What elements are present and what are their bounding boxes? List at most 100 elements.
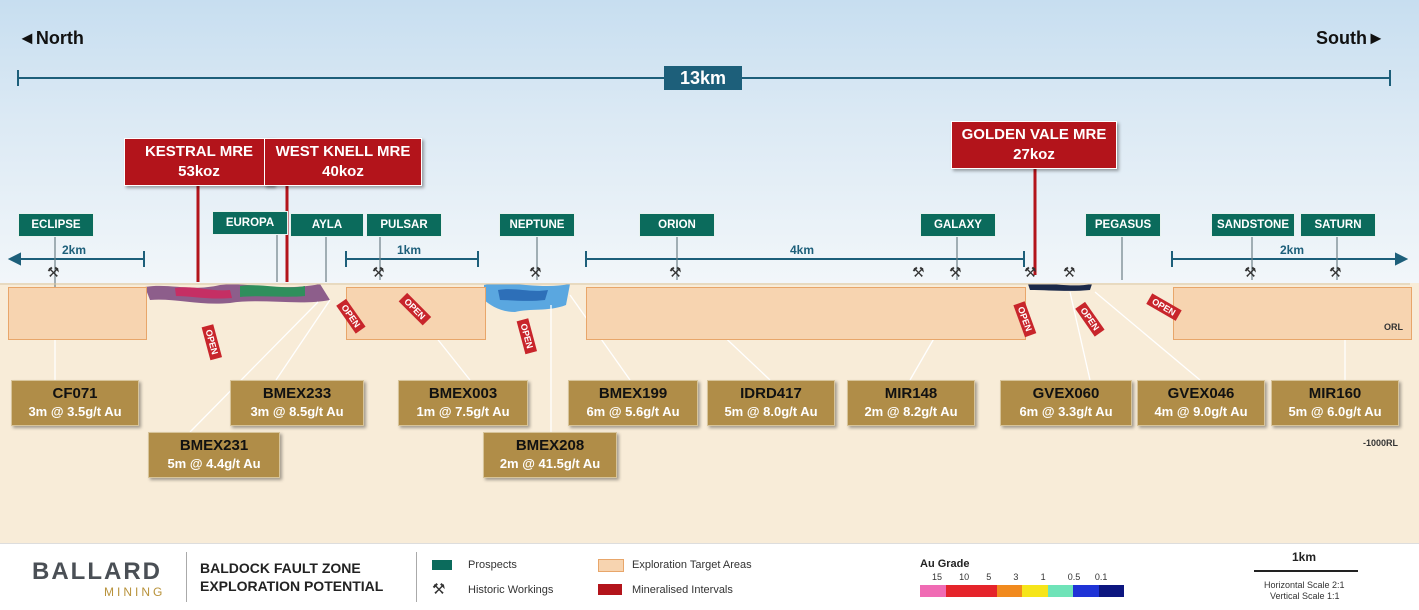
- au-grade-tick: 15: [932, 572, 943, 582]
- horizontal-scale: Horizontal Scale 2:1: [1264, 580, 1345, 590]
- prospect-orion: ORION: [639, 213, 715, 237]
- interval-legend-swatch: [598, 584, 622, 595]
- distance-label-1: 2km: [62, 243, 87, 257]
- drill-label-gvex046: GVEX046 4m @ 9.0g/t Au: [1137, 380, 1265, 426]
- distance-label-2: 1km: [397, 243, 422, 257]
- drill-label-bmex199: BMEX199 6m @ 5.6g/t Au: [568, 380, 698, 426]
- pickaxe-icon: ⚒: [1329, 264, 1342, 280]
- mineralisation-surface: [145, 283, 1092, 312]
- drill-grade: 5m @ 4.4g/t Au: [167, 456, 261, 471]
- mre-box-golden-vale: GOLDEN VALE MRE 27koz: [951, 121, 1117, 169]
- prospect-europa: EUROPA: [212, 211, 288, 235]
- drill-grade: 5m @ 8.0g/t Au: [724, 404, 818, 419]
- drill-name: BMEX208: [515, 437, 585, 454]
- pickaxe-icon: ⚒: [1024, 264, 1037, 280]
- au-grade-tick: 10: [959, 572, 970, 582]
- drill-name: GVEX046: [1167, 385, 1235, 402]
- drill-label-idrd417: IDRD417 5m @ 8.0g/t Au: [707, 380, 835, 426]
- drill-name: BMEX231: [179, 437, 249, 454]
- prospect-pulsar: PULSAR: [366, 213, 442, 237]
- drill-grade: 2m @ 41.5g/t Au: [499, 456, 601, 471]
- drill-name: BMEX233: [262, 385, 332, 402]
- orl-label: ORL: [1384, 322, 1403, 332]
- drill-grade: 2m @ 8.2g/t Au: [864, 404, 958, 419]
- drill-name: MIR148: [884, 385, 938, 402]
- drill-name: BMEX199: [598, 385, 668, 402]
- arrow-left-icon: ◄: [18, 28, 36, 48]
- au-grade-tick: 5: [986, 572, 992, 582]
- south-text: South: [1316, 28, 1367, 48]
- mre-value: 27koz: [1013, 146, 1055, 163]
- pickaxe-icon: ⚒: [949, 264, 962, 280]
- divider: [186, 552, 187, 602]
- north-label: ◄North: [18, 28, 84, 49]
- prospect-saturn: SATURN: [1300, 213, 1376, 237]
- au-grade-swatch: [1022, 585, 1048, 597]
- drill-grade: 5m @ 6.0g/t Au: [1288, 404, 1382, 419]
- legend-historic: Historic Workings: [468, 584, 554, 596]
- scale-bar: [1254, 570, 1358, 572]
- drill-label-bmex208: BMEX208 2m @ 41.5g/t Au: [483, 432, 617, 478]
- legend-prospects: Prospects: [468, 559, 517, 571]
- prospect-pointers: [54, 234, 1338, 290]
- au-grade-title: Au Grade: [920, 558, 970, 570]
- au-grade-swatch: [945, 585, 971, 597]
- pickaxe-icon: ⚒: [432, 581, 446, 598]
- au-grade-swatch: [971, 585, 997, 597]
- footer-title-1: BALDOCK FAULT ZONE: [200, 560, 361, 576]
- footer-title-2: EXPLORATION POTENTIAL: [200, 578, 384, 594]
- divider: [416, 552, 417, 602]
- pickaxe-icon: ⚒: [912, 264, 925, 280]
- target-legend-swatch: [598, 559, 624, 572]
- pickaxe-icon: ⚒: [529, 264, 542, 280]
- vertical-scale: Vertical Scale 1:1: [1270, 591, 1340, 601]
- target-area: [346, 287, 486, 340]
- pickaxe-icon: ⚒: [47, 264, 60, 280]
- logo-main: BALLARD: [32, 558, 162, 585]
- drill-label-bmex231: BMEX231 5m @ 4.4g/t Au: [148, 432, 280, 478]
- mre-value: 40koz: [322, 163, 364, 180]
- drill-name: GVEX060: [1032, 385, 1100, 402]
- au-grade-tick: 3: [1013, 572, 1019, 582]
- prospect-legend-icon: [432, 560, 452, 570]
- deep-level-label: -1000RL: [1363, 438, 1399, 448]
- drill-name: BMEX003: [428, 385, 498, 402]
- distance-label-4: 2km: [1280, 243, 1305, 257]
- prospect-pegasus: PEGASUS: [1085, 213, 1161, 237]
- drill-grade: 6m @ 5.6g/t Au: [586, 404, 680, 419]
- prospect-sandstone: SANDSTONE: [1211, 213, 1295, 237]
- au-grade-swatch: [1047, 585, 1073, 597]
- legend-intervals: Mineralised Intervals: [632, 584, 733, 596]
- prospect-neptune: NEPTUNE: [499, 213, 575, 237]
- drill-grade: 6m @ 3.3g/t Au: [1019, 404, 1113, 419]
- pickaxe-icon: ⚒: [1063, 264, 1076, 280]
- drill-label-gvex060: GVEX060 6m @ 3.3g/t Au: [1000, 380, 1132, 426]
- target-area: [1173, 287, 1412, 340]
- au-grade-colorbar: [920, 585, 1124, 597]
- prospect-eclipse: ECLIPSE: [18, 213, 94, 237]
- distance-lines: [7, 251, 1409, 267]
- target-area: [8, 287, 147, 340]
- au-grade-swatch: [1098, 585, 1124, 597]
- mre-name: GOLDEN VALE MRE: [961, 126, 1107, 143]
- legend-targets: Exploration Target Areas: [632, 559, 752, 571]
- target-area: [586, 287, 1026, 340]
- drill-grade: 3m @ 3.5g/t Au: [28, 404, 122, 419]
- au-grade-swatch: [920, 585, 946, 597]
- pickaxe-icon: ⚒: [1244, 264, 1257, 280]
- prospect-galaxy: GALAXY: [920, 213, 996, 237]
- drill-name: IDRD417: [740, 385, 802, 402]
- au-grade-tick: 0.1: [1094, 572, 1108, 582]
- au-grade-swatch: [1073, 585, 1099, 597]
- south-label: South►: [1316, 28, 1385, 49]
- logo-sub: MINING: [104, 585, 166, 599]
- drill-name: MIR160: [1308, 385, 1362, 402]
- drill-grade: 4m @ 9.0g/t Au: [1154, 404, 1248, 419]
- mre-name: KESTRAL MRE: [144, 143, 254, 160]
